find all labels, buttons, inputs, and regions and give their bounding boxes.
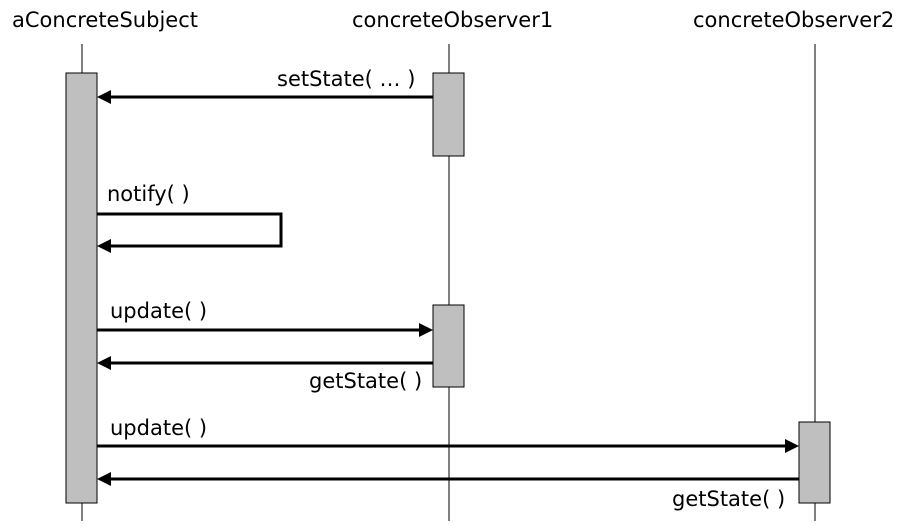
message-label-setstate: setState( … ) [277,67,415,91]
arrowhead-notify [97,239,111,253]
message-arrow-notify [97,212,283,248]
message-label-getstate-observer2: getState( ) [672,487,785,511]
activation-bar-observer1-update [432,304,465,388]
activation-bar-observer2-update [798,421,831,504]
message-label-update-observer1: update( ) [110,299,207,323]
activation-bar-observer1-setstate [432,72,465,157]
arrowhead-update-observer2 [785,439,799,453]
participant-label-observer1: concreteObserver1 [352,8,553,32]
arrowhead-setstate [97,90,111,104]
participant-label-observer2: concreteObserver2 [693,8,894,32]
message-label-notify: notify( ) [107,182,190,206]
arrowhead-getstate-observer1 [97,356,111,370]
arrowhead-update-observer1 [419,323,433,337]
participant-label-subject: aConcreteSubject [12,8,198,32]
message-label-update-observer2: update( ) [110,416,207,440]
message-label-getstate-observer1: getState( ) [309,369,422,393]
arrowhead-getstate-observer2 [97,472,111,486]
activation-bar-subject [65,72,98,504]
